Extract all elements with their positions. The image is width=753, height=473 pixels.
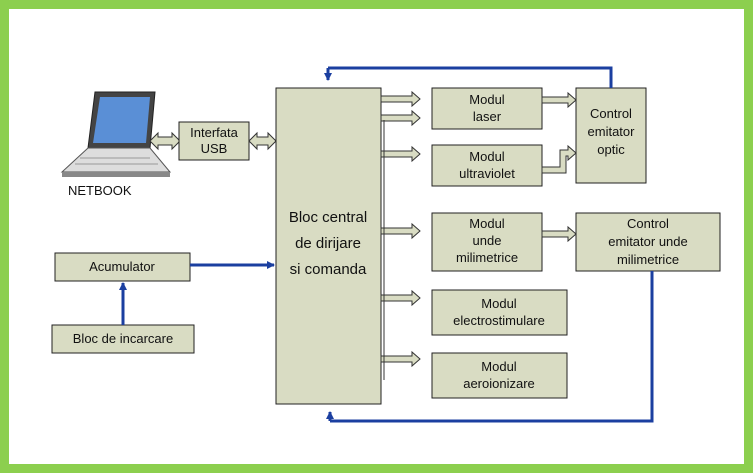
mmw-feedback-wire: [330, 271, 654, 423]
mmw-control-block: [575, 212, 721, 272]
central-label-3: si comanda: [290, 261, 367, 278]
optic-label-2: emitator: [588, 124, 636, 139]
uv-module: [431, 144, 543, 187]
double-arrow-usb-central: [248, 131, 277, 151]
laser-label-2: laser: [473, 109, 502, 124]
optic-label-3: optic: [597, 142, 625, 157]
battery-block: [54, 252, 191, 282]
laser-module: [431, 87, 543, 130]
modules-to-optic-arrows: [541, 91, 577, 174]
central-label-2: de dirijare: [295, 235, 361, 252]
laser-label-1: Modul: [469, 92, 505, 107]
optic-control-block: [575, 87, 647, 184]
usb-label-2: USB: [201, 141, 228, 156]
uv-label-2: ultraviolet: [459, 166, 515, 181]
central-control-block: [275, 87, 382, 405]
mmw-label-3: milimetrice: [456, 250, 518, 265]
laptop-icon: [60, 91, 172, 177]
electro-module: [431, 289, 568, 336]
mmw-ctrl-label-2: emitator unde: [608, 234, 688, 249]
netbook-label: NETBOOK: [68, 183, 132, 198]
central-to-modules-arrows: [380, 90, 421, 380]
optic-label-1: Control: [590, 106, 632, 121]
electro-label-1: Modul: [481, 296, 517, 311]
mmw-ctrl-label-1: Control: [627, 216, 669, 231]
charger-block: [51, 324, 195, 354]
electro-label-2: electrostimulare: [453, 313, 545, 328]
double-arrow-laptop-usb: [149, 131, 181, 151]
mmw-to-control-arrow: [541, 225, 577, 243]
aero-label-2: aeroionizare: [463, 376, 535, 391]
central-label-1: Bloc central: [289, 209, 367, 226]
uv-label-1: Modul: [469, 149, 505, 164]
aero-module: [431, 352, 568, 399]
usb-label-1: Interfata: [190, 125, 238, 140]
battery-label: Acumulator: [89, 259, 155, 274]
optic-feedback-wire: [328, 66, 613, 88]
mmw-module: [431, 212, 543, 272]
charger-label: Bloc de incarcare: [73, 331, 173, 346]
mmw-label-2: unde: [473, 233, 502, 248]
aero-label-1: Modul: [481, 359, 517, 374]
mmw-label-1: Modul: [469, 216, 505, 231]
mmw-ctrl-label-3: milimetrice: [617, 252, 679, 267]
